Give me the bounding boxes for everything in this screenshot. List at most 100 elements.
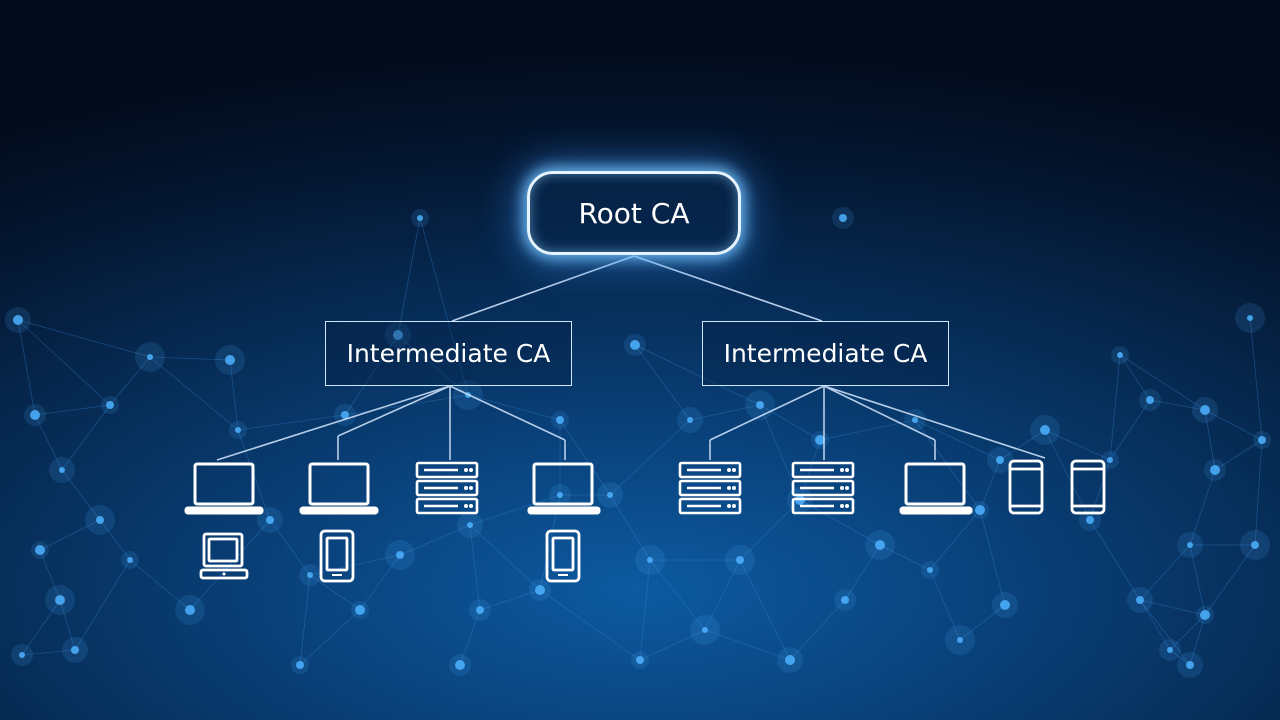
network-link xyxy=(739,499,801,561)
network-node xyxy=(1000,600,1010,610)
network-link xyxy=(929,509,981,571)
tablet-icon xyxy=(1070,459,1106,515)
network-link xyxy=(299,609,361,666)
network-node xyxy=(557,492,563,498)
network-link xyxy=(929,569,961,641)
network-node xyxy=(71,646,79,654)
network-link xyxy=(17,319,36,416)
network-node xyxy=(1167,647,1173,653)
network-link xyxy=(739,559,791,661)
network-node xyxy=(147,354,153,360)
network-node xyxy=(341,411,349,419)
network-node xyxy=(417,215,423,221)
laptop-icon xyxy=(527,462,601,515)
network-node xyxy=(736,556,744,564)
network-links xyxy=(17,217,1263,666)
network-link xyxy=(99,519,131,561)
network-node xyxy=(1251,541,1259,549)
intermediate-ca-label-right: Intermediate CA xyxy=(723,339,928,368)
network-link xyxy=(21,649,76,656)
connector-right-3 xyxy=(823,385,936,441)
network-link xyxy=(34,414,63,471)
network-node xyxy=(996,456,1004,464)
network-node xyxy=(1117,352,1123,358)
network-node xyxy=(927,567,933,573)
network-link xyxy=(649,559,706,631)
network-link xyxy=(844,544,881,601)
network-node xyxy=(912,417,918,423)
network-node xyxy=(607,492,613,498)
network-node xyxy=(636,656,644,664)
network-link xyxy=(1189,469,1216,546)
network-link xyxy=(789,599,846,661)
network-link xyxy=(399,524,471,556)
network-link xyxy=(359,554,401,611)
network-link xyxy=(1139,544,1191,601)
network-link xyxy=(799,499,881,546)
network-node xyxy=(875,540,885,550)
network-node xyxy=(235,427,241,433)
network-node xyxy=(647,557,653,563)
network-node xyxy=(630,340,640,350)
network-node xyxy=(30,410,40,420)
network-node xyxy=(815,435,825,445)
network-link xyxy=(109,356,151,406)
network-link xyxy=(689,404,761,421)
connector-right-1 xyxy=(709,385,825,441)
network-node xyxy=(106,401,114,409)
server-icon xyxy=(678,461,742,515)
network-link xyxy=(149,356,231,361)
intermediate-ca-node-right[interactable]: Intermediate CA xyxy=(702,321,949,386)
server-icon xyxy=(791,461,855,515)
network-node xyxy=(396,551,404,559)
network-link xyxy=(1139,599,1191,666)
network-link xyxy=(1189,544,1206,616)
laptop-icon xyxy=(299,462,379,515)
network-node xyxy=(296,661,304,669)
network-link xyxy=(959,604,1006,641)
network-link xyxy=(1169,614,1206,651)
network-link xyxy=(467,394,561,421)
network-node xyxy=(455,660,465,670)
tablet-icon xyxy=(1008,459,1044,515)
network-link xyxy=(39,519,101,551)
network-link xyxy=(999,429,1046,461)
network-link xyxy=(237,414,346,431)
connector-left-2 xyxy=(337,385,451,437)
network-link xyxy=(1109,354,1121,461)
network-node xyxy=(1200,610,1210,620)
network-node xyxy=(13,315,23,325)
network-node xyxy=(1186,661,1194,669)
root-ca-node[interactable]: Root CA xyxy=(527,171,741,255)
network-link xyxy=(559,419,611,496)
network-node xyxy=(756,401,764,409)
network-node xyxy=(127,557,133,563)
connector-root-right xyxy=(633,255,823,322)
network-node xyxy=(185,605,195,615)
network-link xyxy=(704,559,741,631)
laptop-icon xyxy=(184,462,264,515)
network-node xyxy=(1146,396,1154,404)
network-node xyxy=(687,417,693,423)
network-link xyxy=(419,217,469,396)
network-node xyxy=(96,516,104,524)
network-node xyxy=(225,355,235,365)
network-link xyxy=(914,419,1001,461)
network-node xyxy=(355,605,365,615)
network-link xyxy=(149,356,239,431)
network-node xyxy=(266,516,274,524)
network-link xyxy=(1044,429,1111,461)
network-link xyxy=(1089,459,1111,521)
network-link xyxy=(1169,649,1191,666)
network-link xyxy=(1139,599,1171,651)
network-node xyxy=(1040,425,1050,435)
intermediate-ca-label-left: Intermediate CA xyxy=(346,339,551,368)
network-link xyxy=(979,509,1006,606)
network-link xyxy=(1204,409,1216,471)
network-link xyxy=(344,334,399,416)
intermediate-ca-node-left[interactable]: Intermediate CA xyxy=(325,321,572,386)
network-link xyxy=(1189,614,1206,666)
network-link xyxy=(1204,409,1263,441)
